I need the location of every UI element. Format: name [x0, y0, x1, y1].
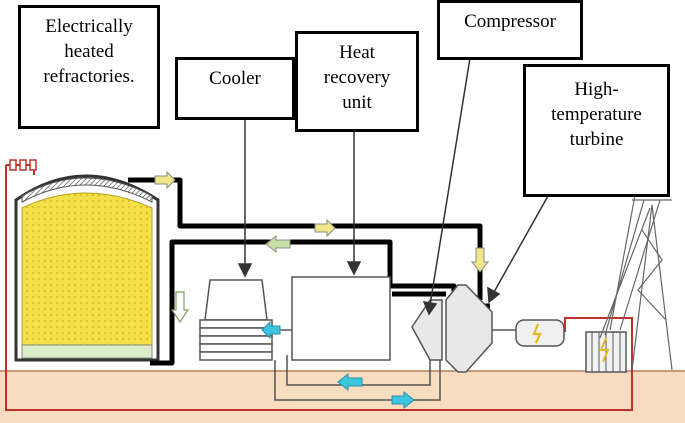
flow-arrow-warm-2: [314, 218, 336, 238]
label-refractories: Electrically heated refractories.: [18, 5, 160, 129]
label-compressor: Compressor: [437, 0, 583, 60]
label-refractories-text: Electrically heated refractories.: [43, 16, 135, 87]
flow-arrow-cool-down: [170, 291, 190, 324]
flow-arrow-cyan-2: [337, 372, 363, 392]
label-compressor-text: Compressor: [464, 11, 556, 32]
label-turbine: High- temperature turbine: [523, 64, 670, 197]
leader-lines: [237, 57, 549, 316]
refractory-vessel: [14, 174, 160, 362]
label-turbine-text: High- temperature turbine: [551, 79, 642, 150]
wire-terminals: [9, 159, 37, 171]
transformer: [585, 331, 627, 373]
generator: [515, 319, 565, 347]
label-heat-recovery: Heat recovery unit: [295, 31, 419, 132]
compressor-turbine: [411, 284, 516, 373]
turbine-shape: [445, 284, 493, 373]
flow-arrow-cyan-3: [391, 390, 415, 410]
flow-arrow-warm-down: [470, 247, 490, 273]
flow-arrow-warm-1: [154, 170, 176, 190]
heat-recovery-box: [291, 276, 391, 361]
label-cooler-text: Cooler: [209, 68, 261, 89]
label-heat-recovery-text: Heat recovery unit: [323, 42, 391, 113]
label-cooler: Cooler: [175, 57, 295, 120]
flow-arrow-cyan-1: [261, 320, 281, 340]
cooler-unit: [199, 279, 273, 361]
flow-arrow-cool-left: [265, 234, 291, 254]
